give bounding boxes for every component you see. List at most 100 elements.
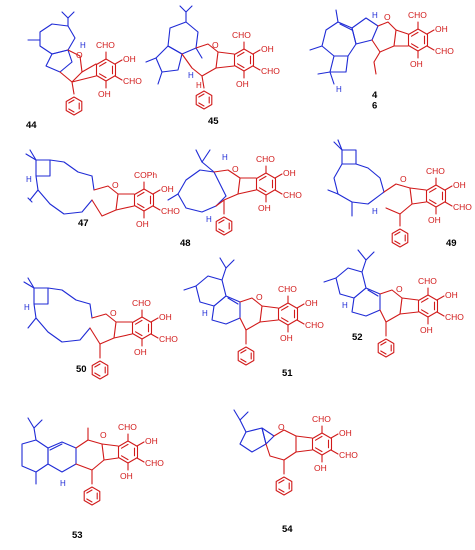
cho-label: CHO — [232, 30, 251, 40]
phloroglucinol-part — [383, 177, 453, 248]
compound-54: O CHO OH CHO OH 54 — [233, 409, 358, 535]
cho-label: CHO — [435, 46, 454, 56]
cho-label: CHO — [445, 312, 464, 322]
oh-label: OH — [280, 333, 293, 343]
oh-label: OH — [453, 180, 466, 190]
cho-label: CHO — [278, 284, 297, 294]
cho-label: CHO — [312, 414, 331, 424]
h-atom: H — [196, 81, 202, 90]
o-atom: O — [256, 292, 263, 302]
cho-label: CHO — [145, 458, 164, 468]
terpene-part — [23, 277, 93, 343]
o-atom: O — [232, 164, 239, 174]
o-atom: O — [100, 430, 107, 440]
terpene-part — [183, 257, 241, 325]
oh-label: OH — [145, 436, 158, 446]
oh-label: OH — [98, 89, 111, 99]
cho-label: CHO — [256, 154, 275, 164]
phloroglucinol-part — [91, 181, 161, 219]
terpene-part — [167, 149, 227, 213]
compound-number: 52 — [352, 332, 363, 343]
phloroglucinol-part — [237, 295, 305, 366]
oh-label: OH — [159, 312, 172, 322]
oh-label: OH — [134, 347, 147, 357]
oh-label: OH — [120, 471, 133, 481]
compound-48: O H H CHO OH CHO OH 48 — [167, 149, 302, 249]
oh-label: OH — [314, 463, 327, 473]
cho-label: CHO — [132, 298, 151, 308]
compound-44: O H CHO OH CHO OH 44 — [26, 11, 142, 131]
h-atom: H — [206, 215, 212, 224]
h-atom: H — [24, 303, 30, 312]
oh-label: OH — [305, 298, 318, 308]
h-atom: H — [372, 11, 378, 20]
cho-label: CHO — [453, 202, 472, 212]
oh-label: OH — [236, 79, 249, 89]
terpene-part — [145, 5, 203, 85]
o-atom: O — [400, 174, 407, 184]
oh-label: OH — [339, 428, 352, 438]
o-atom: O — [396, 284, 403, 294]
oh-label: OH — [435, 24, 448, 34]
compound-number: 45 — [208, 116, 219, 127]
cho-label: CHO — [161, 206, 180, 216]
h-atom: H — [26, 175, 32, 184]
compound-number: 53 — [72, 530, 83, 541]
o-atom: O — [212, 40, 219, 50]
cho-label: CHO — [123, 76, 142, 86]
compound-45: O H H CHO OH CHO OH 45 — [145, 5, 280, 127]
terpene-part — [25, 149, 95, 215]
compound-52: O H CHO OH CHO OH 52 — [323, 249, 464, 358]
compound-number: 50 — [76, 364, 87, 375]
o-atom: O — [278, 422, 285, 432]
compound-number: 47 — [78, 218, 89, 229]
terpene-part — [233, 409, 275, 453]
compound-49: O H CHO OH CHO OH 49 — [327, 139, 472, 249]
compound-number: 54 — [282, 524, 293, 535]
phloroglucinol-part — [377, 287, 445, 358]
phloroglucinol-part — [59, 49, 123, 116]
cho-label: CHO — [261, 66, 280, 76]
cho-label: CHO — [339, 450, 358, 460]
compound-50: O H CHO OH CHO OH 50 — [23, 277, 178, 380]
o-atom: O — [384, 12, 391, 22]
h-atom: H — [202, 309, 208, 318]
oh-label: OH — [283, 168, 296, 178]
h-atom: H — [80, 41, 86, 50]
compound-number: 49 — [446, 238, 457, 249]
h-atom: H — [336, 85, 342, 94]
cophe-label: COPh — [134, 170, 157, 180]
o-atom: O — [76, 50, 83, 60]
oh-label: OH — [410, 59, 423, 69]
oh-label: OH — [261, 44, 274, 54]
h-atom: H — [60, 479, 66, 488]
phloroglucinol-part — [265, 425, 339, 496]
compound-47: O H COPh OH CHO OH 47 — [25, 149, 180, 229]
oh-label: OH — [420, 325, 433, 335]
terpene-part — [323, 249, 381, 317]
cho-label: CHO — [408, 10, 427, 20]
compound-number: 44 — [26, 120, 37, 131]
oh-label: OH — [258, 203, 271, 213]
h-atom: H — [188, 71, 194, 80]
phloroglucinol-part — [213, 165, 283, 236]
oh-label: OH — [428, 215, 441, 225]
compound-51: O H CHO OH CHO OH 51 — [183, 257, 324, 379]
terpene-part — [309, 9, 379, 85]
cho-label: CHO — [283, 190, 302, 200]
cho-label: CHO — [305, 320, 324, 330]
phloroglucinol-part — [75, 427, 145, 506]
terpene-part — [327, 139, 385, 217]
cho-label: CHO — [118, 422, 137, 432]
oh-label: OH — [123, 54, 136, 64]
h-atom: H — [222, 153, 228, 162]
oh-label: OH — [445, 290, 458, 300]
cho-label: CHO — [426, 166, 445, 176]
compound-number: 48 — [180, 238, 191, 249]
compound-number: 51 — [282, 368, 293, 379]
compound-53: O H CHO OH CHO OH 53 — [21, 417, 164, 541]
phloroglucinol-part — [371, 21, 435, 75]
